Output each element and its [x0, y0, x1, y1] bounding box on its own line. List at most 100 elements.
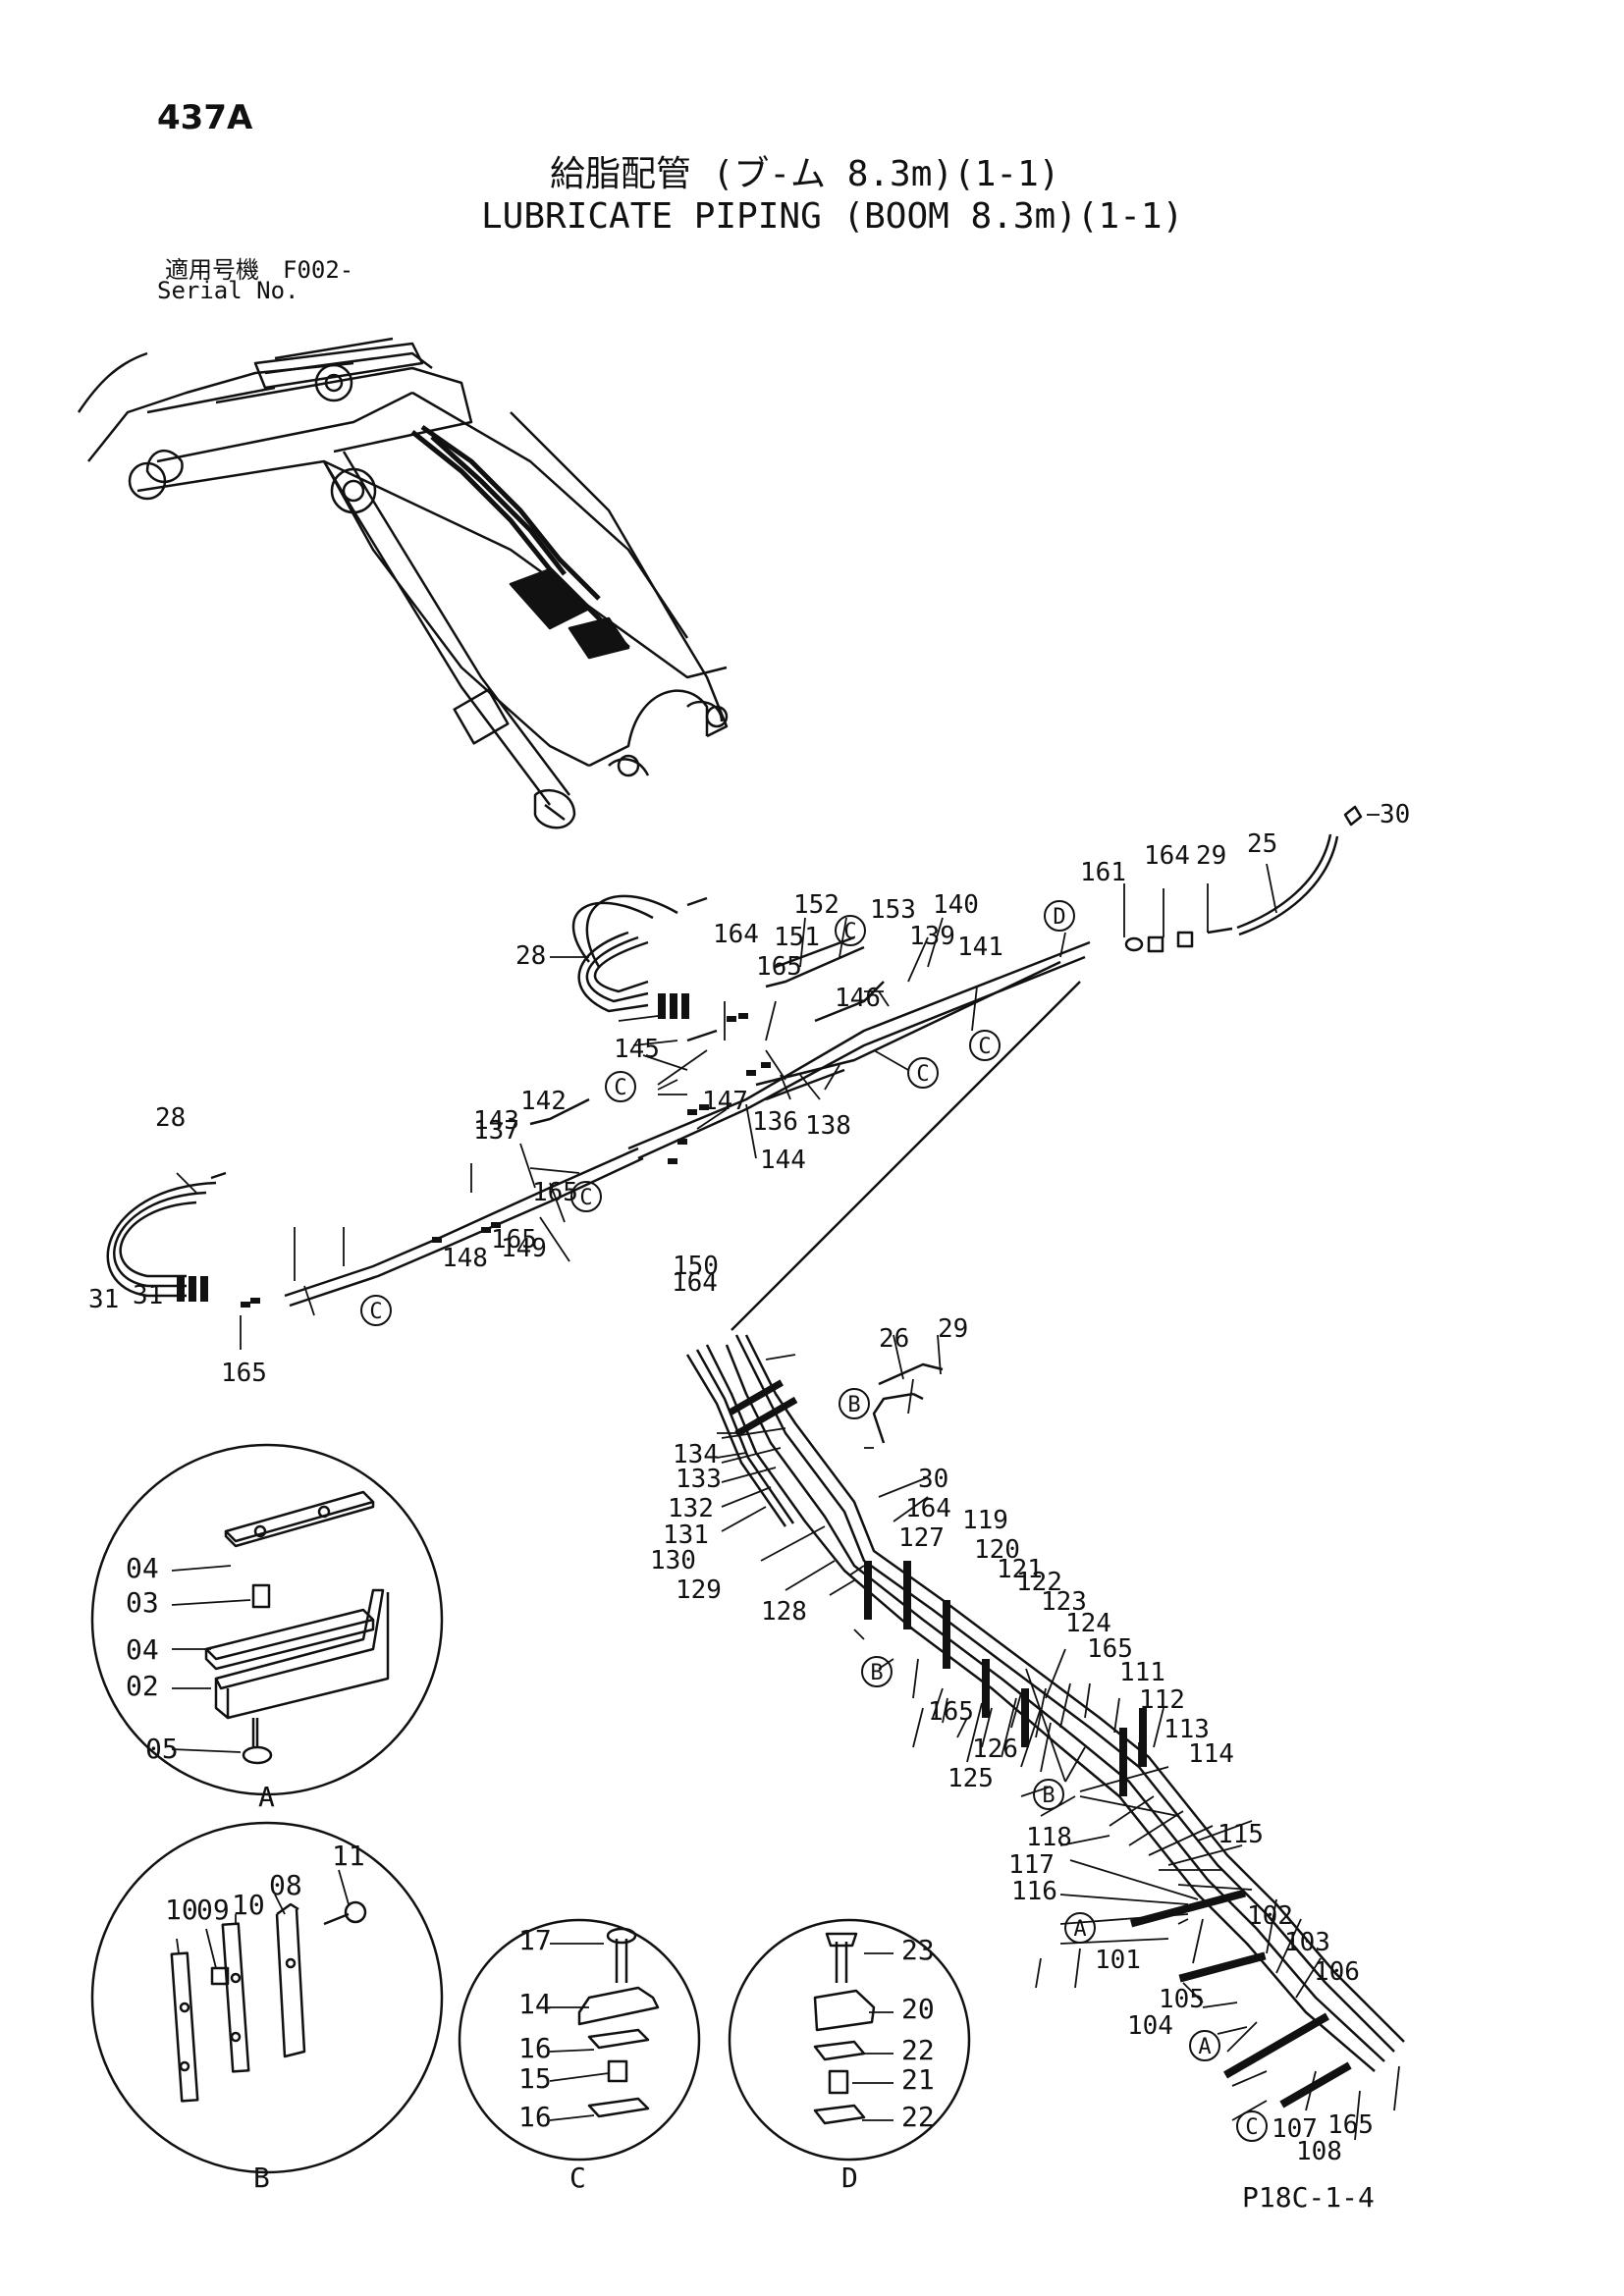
- callout-label: 144: [760, 1146, 806, 1175]
- detail-view-letter: C: [569, 2162, 586, 2194]
- callout-label: 131: [663, 1521, 709, 1550]
- callout-label: 28: [515, 941, 546, 971]
- detail-part-label: 22: [901, 2034, 935, 2066]
- callout-label: 31: [133, 1281, 163, 1310]
- detail-part-label: 04: [126, 1552, 159, 1584]
- detail-part-label: 15: [518, 2062, 552, 2095]
- detail-part-label: 14: [518, 1988, 552, 2020]
- callout-label: 103: [1284, 1928, 1330, 1957]
- reference-marker-letter: C: [916, 1062, 929, 1087]
- callout-label: 112: [1139, 1685, 1185, 1715]
- callout-label: 123: [1041, 1587, 1087, 1617]
- detail-part-label: 10: [165, 1894, 198, 1926]
- callout-label: 121: [997, 1555, 1043, 1584]
- detail-part-label: 08: [269, 1869, 302, 1901]
- callout-label: 30: [1380, 800, 1410, 829]
- callout-label: 120: [974, 1535, 1020, 1565]
- callout-label: 165: [221, 1359, 267, 1388]
- callout-label: 115: [1218, 1820, 1264, 1849]
- callout-label: 31: [88, 1285, 119, 1314]
- callout-label: 142: [520, 1087, 567, 1116]
- callout-label: 125: [947, 1764, 994, 1793]
- callout-label: 164: [672, 1268, 718, 1298]
- serial-label-japanese: 適用号機 F002-: [165, 256, 354, 284]
- upper-piping: [106, 805, 1363, 1331]
- callout-label: 127: [898, 1523, 945, 1553]
- callout-label: 140: [933, 890, 979, 920]
- detail-part-label: 03: [126, 1586, 159, 1619]
- callout-label: 165: [756, 952, 802, 982]
- leader-lines: [147, 814, 1400, 2141]
- callout-label: 111: [1119, 1658, 1165, 1687]
- callout-label: 132: [668, 1494, 714, 1523]
- detail-part-label: 10: [232, 1889, 265, 1921]
- callout-label: 165: [491, 1225, 537, 1255]
- callout-label: 28: [155, 1103, 186, 1133]
- callout-label: 165: [928, 1697, 974, 1727]
- detail-d-parts: [813, 1932, 876, 2125]
- callout-label: 105: [1159, 1985, 1205, 2014]
- callout-label: 152: [793, 890, 839, 920]
- callout-label: 129: [676, 1575, 722, 1605]
- reference-marker-letter: C: [978, 1035, 991, 1059]
- detail-part-label: 22: [901, 2101, 935, 2133]
- reference-marker-letter: C: [1245, 2115, 1258, 2140]
- callout-label: 136: [752, 1107, 798, 1137]
- detail-b-parts: [170, 1900, 367, 2103]
- callout-label: 104: [1127, 2011, 1173, 2041]
- callout-label: 151: [774, 923, 820, 952]
- serial-label-english: Serial No.: [157, 277, 299, 304]
- detail-circle-d: [728, 1918, 971, 2162]
- callout-label: 114: [1188, 1739, 1234, 1769]
- callout-label: 124: [1065, 1609, 1111, 1638]
- callout-label: 161: [1080, 858, 1126, 887]
- callout-label: 133: [676, 1465, 722, 1494]
- reference-marker-letter: A: [1073, 1917, 1086, 1942]
- detail-a-parts: [204, 1490, 390, 1765]
- callout-label: 138: [805, 1111, 851, 1141]
- callout-label: 102: [1247, 1901, 1293, 1931]
- boom-illustration: [77, 337, 729, 829]
- reference-marker-letter: C: [843, 920, 856, 944]
- detail-view-letter: D: [841, 2162, 858, 2194]
- callout-label: 145: [614, 1035, 660, 1064]
- title-english: LUBRICATE PIPING (BOOM 8.3m)(1-1): [481, 196, 1184, 237]
- reference-marker-letter: C: [614, 1076, 626, 1100]
- reference-markers: [360, 900, 1268, 2142]
- callout-label: 143: [473, 1106, 519, 1136]
- callout-label: 149: [501, 1234, 547, 1263]
- detail-circle-c: [458, 1918, 701, 2162]
- callout-label: 113: [1164, 1715, 1210, 1744]
- page-id: 437A: [157, 98, 253, 137]
- callout-label: 130: [650, 1546, 696, 1575]
- detail-part-label: 16: [518, 2101, 552, 2133]
- callout-label: 150: [673, 1252, 719, 1281]
- reference-marker-letter: B: [870, 1661, 883, 1685]
- detail-circle-b: [90, 1821, 444, 2174]
- callout-label: 164: [1144, 841, 1190, 871]
- callout-label: 118: [1026, 1823, 1072, 1852]
- callout-label: 107: [1272, 2114, 1318, 2144]
- detail-view-letter: B: [253, 2162, 270, 2194]
- title-japanese: 給脂配管 (ブ-ム 8.3m)(1-1): [550, 154, 1060, 194]
- callout-label: 29: [1196, 841, 1226, 871]
- reference-marker-letter: B: [1042, 1784, 1055, 1808]
- reference-marker-letter: C: [579, 1186, 592, 1210]
- detail-c-parts: [577, 1927, 660, 2118]
- footer-code: P18C-1-4: [1242, 2181, 1375, 2214]
- callout-label: 108: [1296, 2137, 1342, 2166]
- callout-label: 122: [1016, 1568, 1062, 1597]
- reference-marker-letter: A: [1198, 2035, 1211, 2059]
- callout-label: 101: [1095, 1946, 1141, 1975]
- callout-label: 30: [918, 1465, 948, 1494]
- callout-label: 147: [702, 1087, 748, 1116]
- detail-part-label: 05: [145, 1733, 179, 1765]
- callout-label: 165: [1327, 2110, 1374, 2140]
- detail-part-label: 21: [901, 2063, 935, 2096]
- callout-label: 29: [938, 1314, 968, 1344]
- callout-label: 148: [442, 1244, 488, 1273]
- detail-part-label: 09: [196, 1894, 230, 1926]
